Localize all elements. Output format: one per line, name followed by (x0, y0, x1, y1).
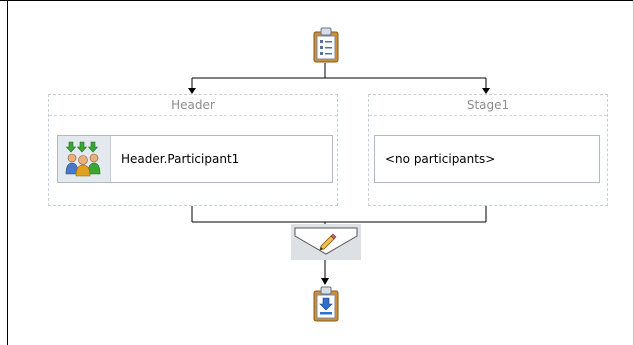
canvas-left-border (7, 0, 8, 345)
canvas-top-border (0, 0, 634, 1)
group-participant-icon (58, 136, 111, 182)
stage-title: Stage1 (369, 95, 607, 116)
participant-label: Header.Participant1 (121, 152, 240, 166)
complete-download-icon[interactable] (312, 286, 340, 322)
stage-title: Header (49, 95, 337, 116)
participant-header-participant1[interactable]: Header.Participant1 (57, 135, 333, 183)
arrow-to-header-stage (188, 88, 196, 94)
edit-pencil-icon (319, 233, 337, 251)
outcome-vote-node[interactable] (291, 224, 361, 260)
arrow-to-end (321, 278, 329, 285)
arrow-to-stage1 (482, 88, 490, 94)
participant-label: <no participants> (385, 152, 496, 166)
task-clipboard-icon[interactable] (312, 27, 340, 63)
participant-none[interactable]: <no participants> (374, 135, 600, 183)
